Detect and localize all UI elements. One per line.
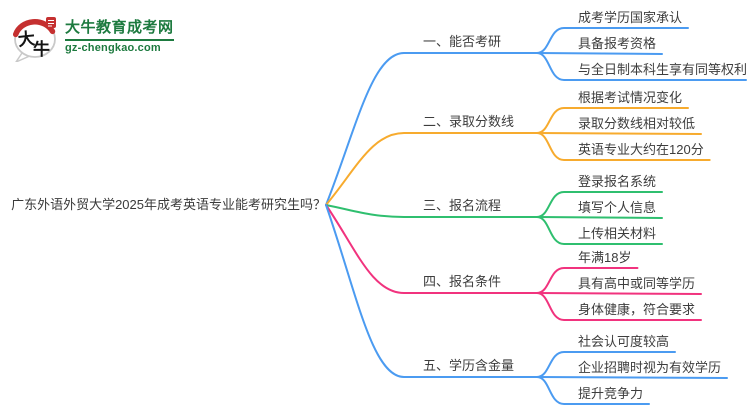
branch-3-child-3: 上传相关材料 xyxy=(578,226,657,241)
mindmap-branch-line xyxy=(536,216,663,245)
mindmap-branch-line xyxy=(536,376,650,405)
branch-3-child-1: 登录报名系统 xyxy=(578,174,657,189)
branch-1-child-1: 成考学历国家承认 xyxy=(578,10,683,25)
mindmap-branch-line xyxy=(536,292,702,295)
logo-red-seal xyxy=(46,17,56,28)
branch-4-child-1: 年满18岁 xyxy=(578,250,632,265)
site-logo-url: gz-chengkao.com xyxy=(65,39,174,55)
branch-2-child-3: 英语专业大约在120分 xyxy=(578,142,704,157)
mindmap-root-topic: 广东外语外贸大学2025年成考英语专业能考研究生吗？ xyxy=(11,197,326,212)
branch-5-child-2: 企业招聘时视为有效学历 xyxy=(578,360,722,375)
logo-char-2: 牛 xyxy=(33,39,50,59)
mindmap-branch-line xyxy=(325,204,538,218)
mindmap-branch-line xyxy=(536,132,711,161)
mindmap-branch-line xyxy=(536,216,663,219)
branch-5-child-1: 社会认可度较高 xyxy=(578,334,670,349)
branch-2-child-1: 根据考试情况变化 xyxy=(578,90,683,105)
site-logo-title: 大牛教育成考网 xyxy=(65,19,174,36)
site-logo[interactable]: 大 牛 大牛教育成考网 gz-chengkao.com xyxy=(12,12,174,62)
mindmap-branch-line xyxy=(325,204,538,378)
branch-4-child-2: 具有高中或同等学历 xyxy=(578,276,696,291)
mindmap-branch-line xyxy=(536,52,663,55)
branch-2-child-2: 录取分数线相对较低 xyxy=(578,116,696,131)
mindmap-branch-line xyxy=(536,376,728,379)
branch-4-label: 四、报名条件 xyxy=(423,274,502,289)
mindmap-branch-line xyxy=(536,52,747,81)
seal-marks xyxy=(48,20,54,27)
mindmap-branch-line xyxy=(536,132,702,135)
site-logo-icon: 大 牛 xyxy=(12,17,56,62)
branch-1-child-2: 具备报考资格 xyxy=(578,36,657,51)
mindmap-branch-line xyxy=(325,132,538,206)
mindmap-branch-line xyxy=(536,292,702,321)
branch-5-label: 五、学历含金量 xyxy=(423,358,515,373)
logo-char-1: 大 xyxy=(17,28,36,50)
branch-1-label: 一、能否考研 xyxy=(423,34,502,49)
mindmap-branch-line xyxy=(325,204,538,294)
branch-5-child-3: 提升竞争力 xyxy=(578,386,644,401)
branch-3-child-2: 填写个人信息 xyxy=(578,200,657,215)
branch-4-child-3: 身体健康，符合要求 xyxy=(578,302,696,317)
branch-2-label: 二、录取分数线 xyxy=(423,114,515,129)
mindmap-branch-line xyxy=(325,52,538,206)
branch-3-label: 三、报名流程 xyxy=(423,198,502,213)
branch-1-child-3: 与全日制本科生享有同等权利 xyxy=(578,62,748,77)
